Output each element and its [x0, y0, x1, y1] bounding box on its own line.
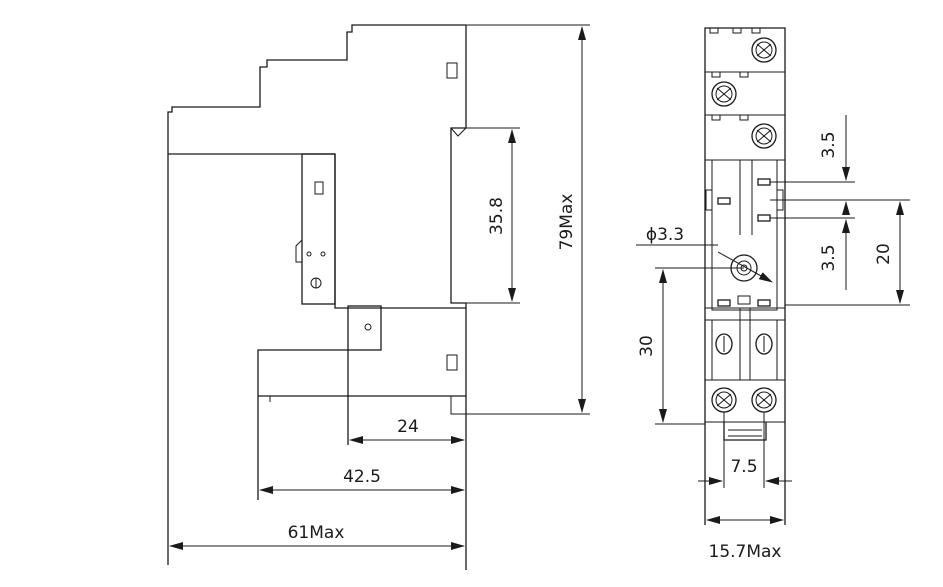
screw-terminal-4	[711, 387, 737, 413]
screw-terminal-2	[711, 81, 737, 107]
dim-hole-diameter: ϕ3.3	[646, 225, 684, 245]
dim-30: 30	[637, 335, 657, 357]
pin-slot-4	[717, 299, 731, 307]
dim-61max: 61Max	[288, 523, 345, 543]
front-view-outline	[704, 27, 786, 525]
connector-left	[715, 333, 733, 355]
clip-plate	[301, 153, 336, 305]
lower-plate	[347, 305, 382, 351]
dim-42-5: 42.5	[343, 467, 381, 487]
dim-3-5-lower: 3.5	[819, 244, 839, 271]
dim-35-8: 35.8	[487, 197, 507, 235]
pin-slot-1	[757, 178, 771, 186]
screw-terminal-5	[751, 387, 777, 413]
dim-79max: 79Max	[557, 194, 577, 251]
side-view-outline	[167, 24, 466, 565]
dim-7-5: 7.5	[730, 457, 757, 477]
front-view: ϕ3.3 3.5 3.5 20 30 7.5 15.7Max	[636, 27, 910, 562]
dim-20: 20	[874, 243, 894, 265]
slot-bottom	[446, 354, 458, 371]
dim-24: 24	[397, 417, 419, 437]
dim-3-5-upper: 3.5	[819, 131, 839, 158]
bottom-tab	[723, 422, 767, 441]
slot-top	[446, 62, 458, 79]
pin-slot-3	[757, 214, 771, 222]
connector-right	[755, 333, 773, 355]
pin-slot-2	[717, 197, 731, 205]
dim-15-7max: 15.7Max	[709, 542, 782, 562]
screw-terminal-1	[751, 37, 777, 63]
screw-terminal-3	[751, 123, 777, 149]
pin-slot-5	[757, 299, 771, 307]
side-view: 79Max 35.8 24 42.5 61Max	[167, 24, 590, 570]
